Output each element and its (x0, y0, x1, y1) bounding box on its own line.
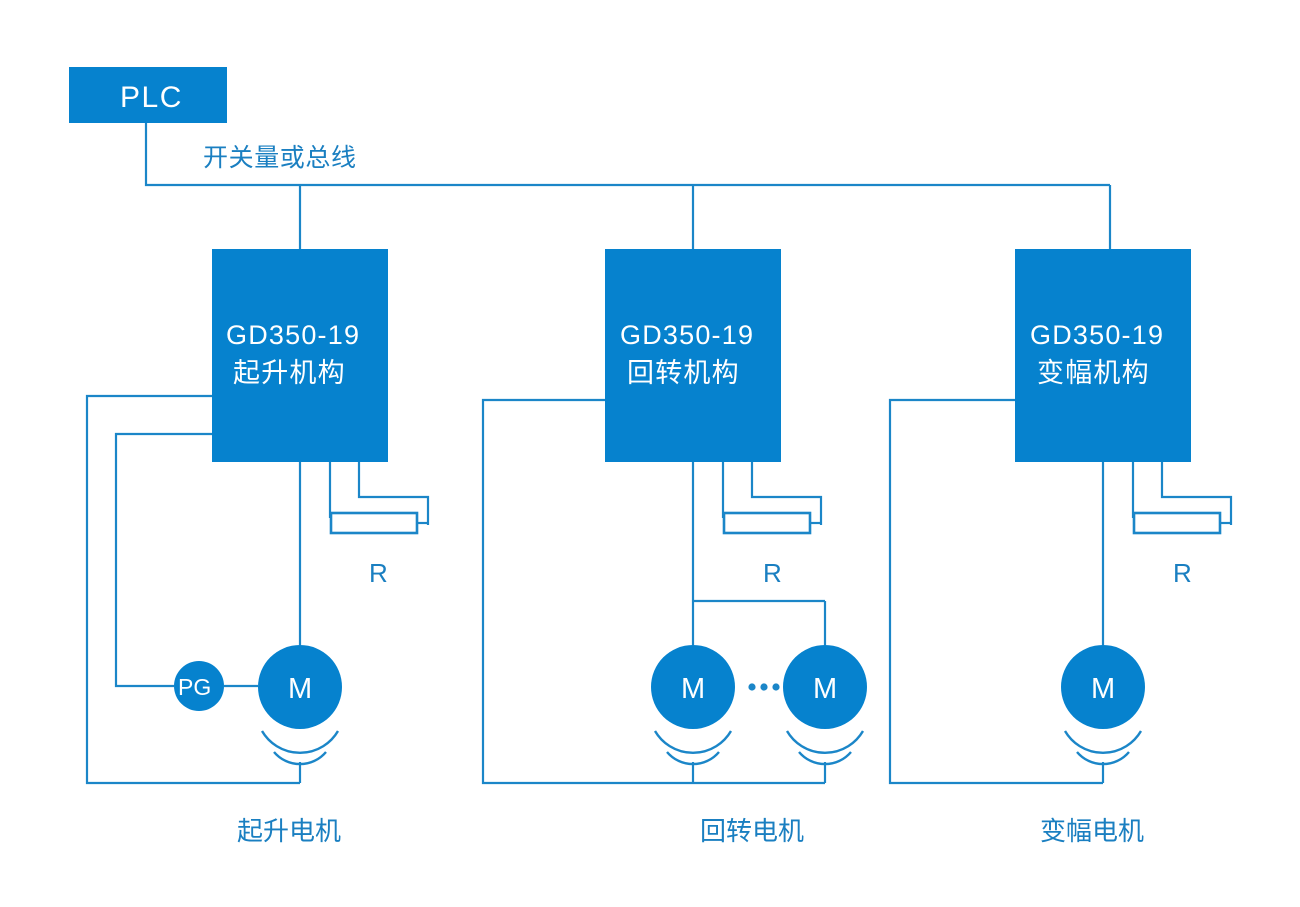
hoist-resistor-wire-right (357, 462, 430, 525)
brake-arc-outer-hoist (260, 730, 340, 754)
brake-arc-outer-slewing-1 (653, 730, 733, 754)
motor-label-slewing-1: M (681, 673, 705, 705)
bus-label: 开关量或总线 (203, 144, 357, 172)
motor-label-hoist-1: M (288, 673, 312, 705)
drive-mechanism-luffing: 变幅机构 (1037, 358, 1150, 388)
drive-box-hoist (212, 249, 388, 462)
resistor-body-hoist (329, 511, 419, 535)
encoder-node-hoist (174, 661, 224, 711)
group-caption-hoist: 起升电机 (237, 816, 341, 846)
ellipsis-dot-3 (772, 683, 780, 691)
drive-group-slewing: GD350-19 回转机构 R M (481, 249, 867, 846)
ellipsis-dot-1 (748, 683, 756, 691)
drive-model-hoist: GD350-19 (226, 320, 360, 350)
encoder-label-hoist: PG (178, 674, 211, 700)
motor-node-slewing-2 (783, 645, 867, 729)
drive-group-luffing: GD350-19 变幅机构 R M 变幅电机 (888, 249, 1233, 846)
resistor-label-luffing: R (1173, 558, 1192, 588)
motor-ellipsis-slewing (748, 683, 780, 691)
motor-label-luffing-1: M (1091, 673, 1115, 705)
brake-arc-outer-luffing (1063, 730, 1143, 754)
brake-arc-outer-slewing-2 (785, 730, 865, 754)
bus-main-line (144, 123, 1110, 187)
plc-label: PLC (120, 81, 183, 114)
hoist-outer-loop-wire (85, 394, 300, 785)
motor-node-slewing-1 (651, 645, 735, 729)
slewing-resistor-wire-right (750, 462, 823, 525)
resistor-label-slewing: R (763, 558, 782, 588)
resistor-body-luffing (1132, 511, 1222, 535)
drive-mechanism-hoist: 起升机构 (233, 358, 346, 388)
ellipsis-dot-2 (760, 683, 768, 691)
drive-box-luffing (1015, 249, 1191, 462)
plc-block: PLC (69, 67, 227, 123)
drive-mechanism-slewing: 回转机构 (627, 358, 740, 388)
drive-model-slewing: GD350-19 (620, 320, 754, 350)
luffing-return-loop-wire (888, 398, 1103, 785)
plc-box (69, 67, 227, 123)
drive-group-hoist: GD350-19 起升机构 R PG M 起升电机 (85, 249, 430, 846)
slewing-return-loop-wire (481, 398, 825, 785)
motor-label-slewing-2: M (813, 673, 837, 705)
resistor-body-slewing (722, 511, 812, 535)
hoist-encoder-loop-wire (114, 432, 212, 688)
group-caption-luffing: 变幅电机 (1040, 816, 1144, 846)
resistor-label-hoist: R (369, 558, 388, 588)
luffing-resistor-wire-right (1160, 462, 1233, 525)
group-caption-slewing: 回转电机 (700, 816, 804, 846)
fieldbus-trunk: 开关量或总线 (144, 123, 1112, 249)
motor-node-luffing-1 (1061, 645, 1145, 729)
drive-model-luffing: GD350-19 (1030, 320, 1164, 350)
motor-node-hoist-1 (258, 645, 342, 729)
drive-box-slewing (605, 249, 781, 462)
